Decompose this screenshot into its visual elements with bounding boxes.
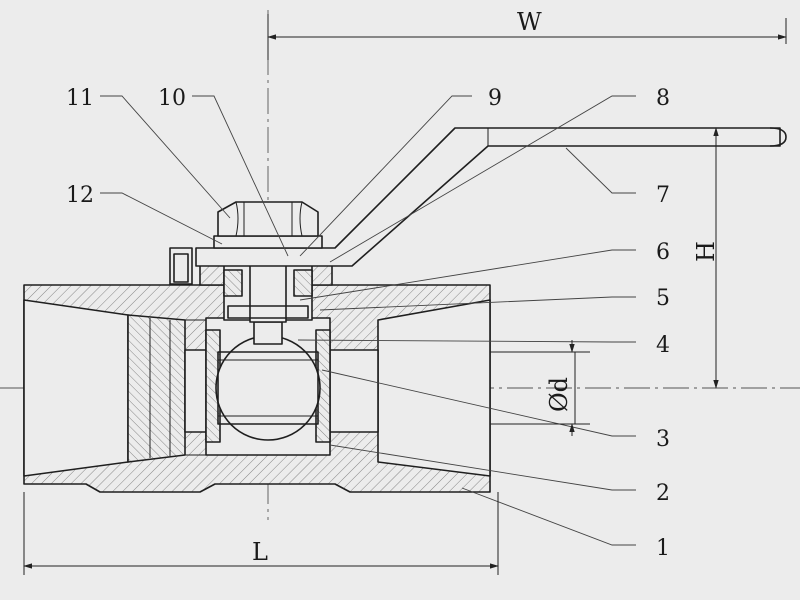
callout-leaders bbox=[100, 95, 636, 546]
callout-7: 7 bbox=[656, 183, 670, 208]
callout-6: 6 bbox=[656, 240, 670, 265]
dim-bore-label: Ød bbox=[545, 377, 573, 412]
callout-2: 2 bbox=[656, 481, 670, 506]
callout-1: 1 bbox=[656, 536, 670, 561]
callout-8: 8 bbox=[656, 86, 670, 111]
dim-height-label: H bbox=[692, 241, 720, 262]
callout-5: 5 bbox=[656, 286, 670, 311]
dim-width-label: W bbox=[517, 8, 542, 36]
valve-handle bbox=[195, 127, 787, 267]
callout-11: 11 bbox=[66, 86, 94, 111]
dim-length-label: L bbox=[252, 538, 268, 566]
callout-12: 12 bbox=[66, 183, 94, 208]
callout-3: 3 bbox=[656, 427, 670, 452]
callout-9: 9 bbox=[488, 86, 502, 111]
valve-neck bbox=[169, 239, 333, 323]
valve-body bbox=[23, 284, 491, 493]
callout-10: 10 bbox=[158, 86, 186, 111]
dimension-lines bbox=[23, 14, 787, 575]
callout-4: 4 bbox=[656, 333, 670, 358]
